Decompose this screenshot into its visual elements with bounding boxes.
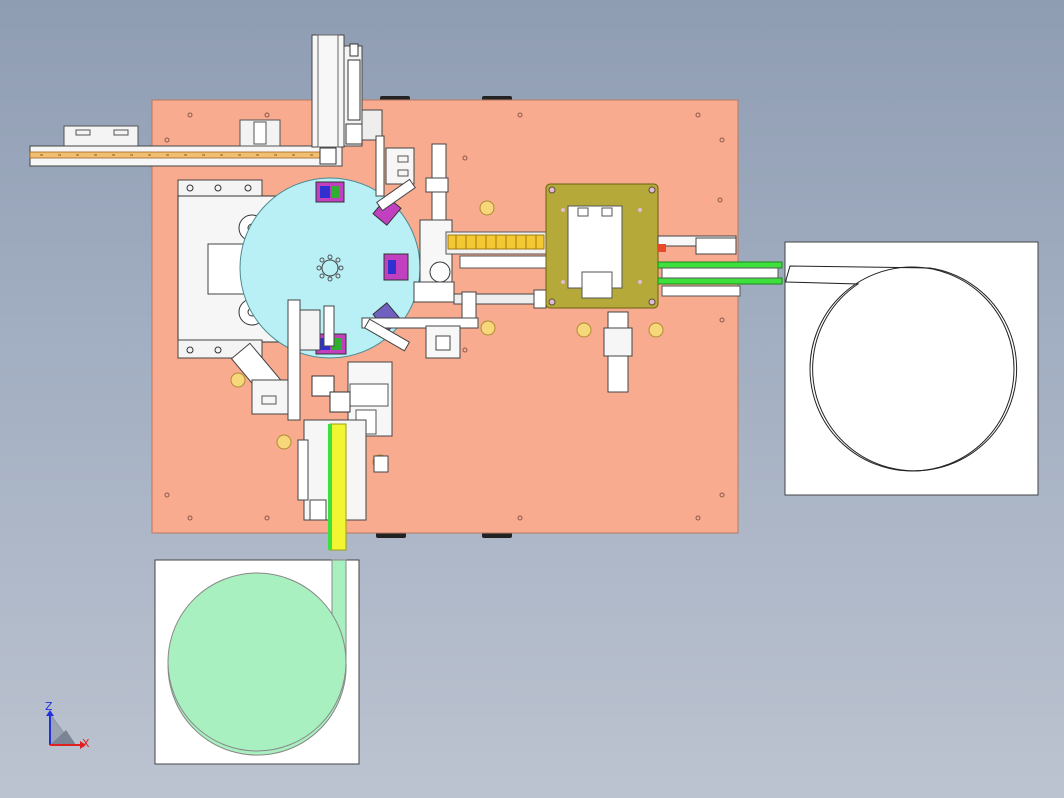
top-vertical-slide	[239, 34, 383, 148]
feeder-plate	[545, 183, 659, 309]
bottom-reel-panel	[154, 559, 360, 765]
mounting-holes	[164, 112, 725, 521]
top-feeder-rail	[29, 125, 343, 167]
right-reel-panel	[784, 241, 1039, 496]
bottom-left-fixture	[230, 299, 335, 421]
right-push-arm	[361, 135, 547, 359]
z-axis-label: Z	[45, 700, 53, 713]
right-output-rails	[603, 235, 783, 393]
rotary-turntable	[239, 177, 421, 359]
bottom-tape	[328, 423, 347, 551]
x-axis-label: X	[82, 737, 90, 750]
axis-triad: Z X	[45, 700, 90, 750]
parts-conveyor	[445, 231, 547, 269]
